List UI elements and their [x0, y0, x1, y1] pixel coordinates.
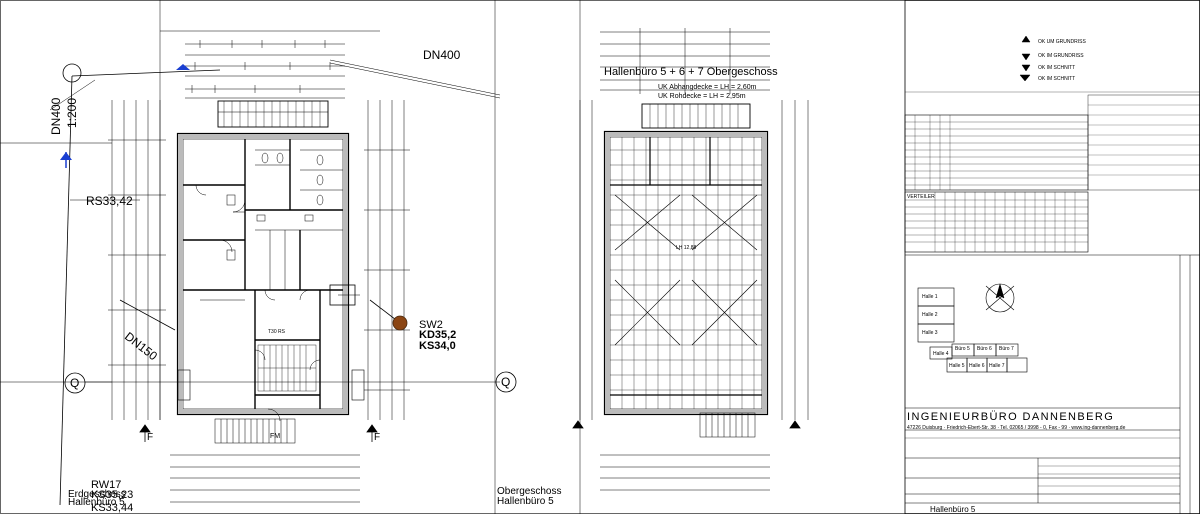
project-name: Hallenbüro 5 [930, 505, 976, 514]
grid-q-left: Q [70, 376, 80, 390]
keyplan-halle-4: Halle 4 [933, 351, 949, 357]
grid-q-mid: Q [501, 375, 511, 389]
legend-mark-3: OK IM SCHNITT [1038, 65, 1076, 71]
rw-ks35-label: KS35,23 [91, 489, 134, 501]
ks-label: KS34,0 [419, 340, 456, 352]
rw-ks33-label: KS33,44 [91, 502, 134, 514]
og-subtitle-2: UK Rohdecke = LH = 2,95m [658, 93, 746, 100]
og-caption-level: Obergeschoss [497, 486, 562, 497]
ground-floor-plan [0, 0, 501, 506]
section-mark-f-left: F [147, 432, 154, 443]
legend-mark-1: OK UM GRUNDRISS [1038, 39, 1086, 45]
og-caption-hall: Hallenbüro 5 [497, 496, 554, 507]
legend-mark-2: OK IM GRUNDRISS [1038, 53, 1084, 59]
verteiler-label: VERTEILER [907, 194, 935, 200]
rs-elevation-label: RS33,42 [86, 194, 133, 208]
dn400-label: DN400 [423, 48, 461, 62]
keyplan-buero-6: Büro 6 [977, 346, 992, 352]
section-mark-f-right: F [374, 432, 381, 443]
title-block [904, 0, 1200, 514]
keyplan-halle-3: Halle 3 [922, 330, 938, 336]
lh-label: LH 12,88 [676, 245, 697, 251]
keyplan-halle-6: Halle 6 [969, 363, 985, 369]
keyplan-halle-5: Halle 5 [949, 363, 965, 369]
rw17-label: RW17 [91, 479, 122, 491]
dn400-rotated-label: DN400 [49, 97, 63, 135]
upper-floor-plan [494, 0, 809, 514]
t30-label: T30 RS [268, 329, 285, 335]
legend-mark-4: OK IM SCHNITT [1038, 76, 1076, 82]
rw-level-label: Erdgeschoss [68, 489, 126, 500]
company-address: 47226 Duisburg · Friedrich-Ebert-Str. 38… [907, 425, 1126, 431]
rw-hall-label: Hallenbüro 5 [68, 497, 125, 508]
fm-label: FM [270, 433, 281, 440]
keyplan-buero-5: Büro 5 [955, 346, 970, 352]
keyplan-buero-7: Büro 7 [999, 346, 1014, 352]
keyplan-halle-2: Halle 2 [922, 312, 938, 318]
kd-label: KD35,2 [419, 329, 457, 341]
keyplan-halle-7: Halle 7 [989, 363, 1005, 369]
company-name: INGENIEURBÜRO DANNENBERG [907, 411, 1115, 423]
sw2-label: SW2 [419, 319, 443, 331]
scale-label: 1:200 [65, 97, 79, 128]
og-title: Hallenbüro 5 + 6 + 7 Obergeschoss [604, 66, 778, 78]
og-subtitle-1: UK Abhangdecke = LH = 2,60m [658, 84, 757, 91]
keyplan-halle-1: Halle 1 [922, 294, 938, 300]
